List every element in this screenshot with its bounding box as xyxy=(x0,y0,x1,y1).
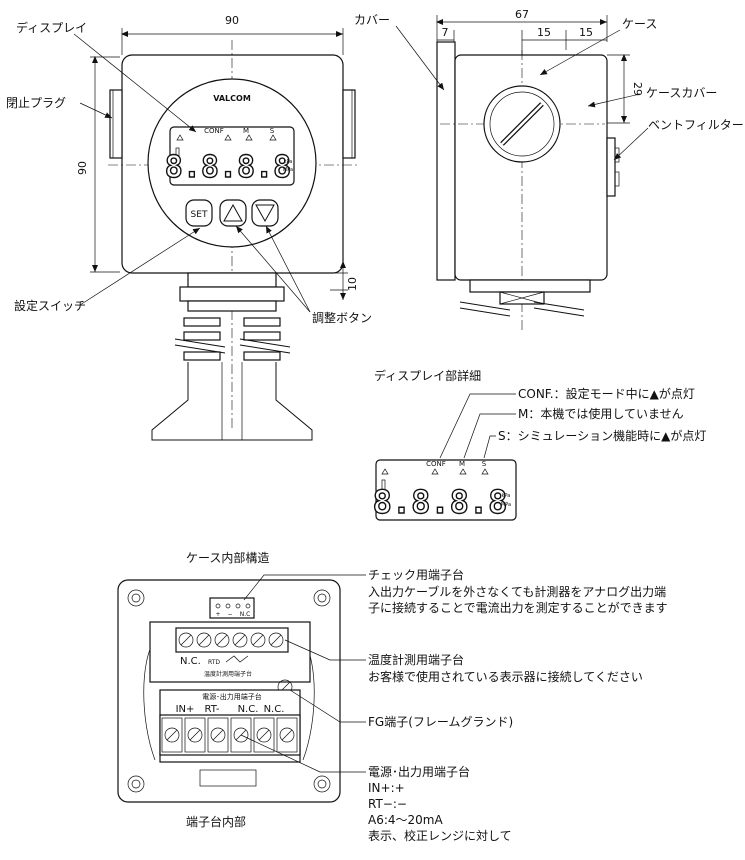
dim-15a: 15 xyxy=(537,26,551,39)
callout-power-line4: 表示、校正レンジに対して xyxy=(368,828,512,843)
front-ind-m: M xyxy=(243,127,249,135)
neck-lower xyxy=(187,300,277,312)
front-ind-conf: CONF xyxy=(204,127,224,135)
temp-mark-rtd: RTD xyxy=(208,659,220,666)
label-cover: カバー xyxy=(354,13,390,27)
callout-power-line1: IN+:+ xyxy=(368,781,405,795)
side-cover-strip xyxy=(436,41,456,281)
down-button[interactable] xyxy=(251,199,279,227)
dim-15b: 15 xyxy=(579,26,593,39)
dim-29: 29 xyxy=(631,82,644,96)
set-button[interactable] xyxy=(185,199,213,227)
front-lcd xyxy=(169,126,295,186)
callout-check-title: チェック用端子台 xyxy=(368,567,464,582)
callout-fg-title: FG端子(フレームグランド) xyxy=(368,715,513,729)
callout-temp-line1: お客様で使用されている表示器に接続してください xyxy=(368,669,643,684)
power-term-in: IN+ xyxy=(176,704,195,715)
label-plug: 閉止プラグ xyxy=(6,96,66,110)
callout-power-line2: RT−:− xyxy=(368,797,407,811)
neck-flange xyxy=(179,286,285,302)
internal-title: ケース内部構造 xyxy=(186,550,269,565)
detail-digits: 8.8.8.8 xyxy=(373,483,508,521)
detail-lcd xyxy=(375,459,517,521)
front-unit-kpa: kPa xyxy=(284,159,293,165)
neck-top xyxy=(187,272,277,288)
callout-power-title: 電源･出力用端子台 xyxy=(368,764,470,779)
left-plug xyxy=(109,89,123,159)
check-mark-plus: + xyxy=(215,611,220,618)
label-set-switch: 設定スイッチ xyxy=(14,298,86,313)
power-block-label: 電源･出力用端子台 xyxy=(202,692,262,701)
up-button[interactable] xyxy=(219,199,247,227)
detail-note-conf: CONF.：設定モード中に▲が点灯 xyxy=(518,386,695,401)
internal-structure: ケース内部構造 + − N.C N.C. RTD 温度計測用端子台 xyxy=(117,550,668,843)
front-view: 90 90 VALCOM CONF M S 8.8.8.8 kPa MPa SE… xyxy=(6,14,372,441)
callout-power-line3: A6:4～20mA xyxy=(368,813,443,827)
front-width-dim: 90 xyxy=(225,14,239,27)
vent-filter xyxy=(606,137,616,197)
up-triangle-icon xyxy=(223,203,243,222)
set-button-label: SET xyxy=(191,210,208,220)
callout-check-line1: 入出力ケーブルを外さなくても計測器をアナログ出力端 xyxy=(368,584,666,599)
label-adjust-button: 調整ボタン xyxy=(312,310,372,325)
front-height-dim: 90 xyxy=(76,161,89,175)
label-case: ケース xyxy=(622,17,657,31)
detail-note-s: S：シミュレーション機能時に▲が点灯 xyxy=(498,428,706,443)
brand-logo: VALCOM xyxy=(213,94,251,103)
temp-mark-nc: N.C. xyxy=(180,656,201,667)
detail-ind-m: M xyxy=(459,460,465,468)
front-unit-mpa: MPa xyxy=(283,167,293,173)
label-vent-filter: ベントフィルター xyxy=(648,118,744,132)
check-mark-nc: N.C xyxy=(240,611,251,618)
front-ind-s: S xyxy=(270,127,275,135)
power-terminal-block xyxy=(159,714,301,756)
detail-ind-conf: CONF xyxy=(426,460,446,468)
label-display: ディスプレイ xyxy=(16,20,87,35)
power-term-nc1: N.C. xyxy=(238,704,259,715)
side-view: 67 7 15 15 29 xyxy=(354,8,744,330)
display-detail: ディスプレイ部詳細 CONF M S 8.8.8.8 kPa MPa CONF.… xyxy=(372,368,707,522)
right-plug xyxy=(342,89,356,159)
power-term-rt: RT- xyxy=(204,704,219,715)
internal-caption: 端子台内部 xyxy=(186,814,246,829)
label-case-cover: ケースカバー xyxy=(646,86,717,100)
display-detail-title: ディスプレイ部詳細 xyxy=(374,368,481,383)
temp-block-label: 温度計測用端子台 xyxy=(204,670,252,678)
callout-check-line2: 子に接続することで電流出力を測定することができます xyxy=(368,600,668,615)
side-width-dim: 67 xyxy=(515,8,529,21)
dim-7: 7 xyxy=(442,26,449,39)
check-terminal-block xyxy=(209,597,255,619)
front-digits: 8.8.8.8 xyxy=(165,150,291,185)
detail-unit-kpa: kPa xyxy=(502,493,511,499)
temp-terminal-screws xyxy=(178,632,284,648)
neck-dim: 10 xyxy=(346,277,359,291)
detail-ind-s: S xyxy=(482,460,487,468)
check-mark-minus: − xyxy=(227,611,232,618)
power-term-nc2: N.C. xyxy=(264,704,285,715)
detail-note-m: M：本機では使用していません xyxy=(518,406,684,421)
detail-unit-mpa: MPa xyxy=(501,502,511,508)
callout-temp-title: 温度計測用端子台 xyxy=(368,652,464,667)
down-triangle-icon xyxy=(255,204,275,223)
clamp-flange xyxy=(151,362,313,441)
